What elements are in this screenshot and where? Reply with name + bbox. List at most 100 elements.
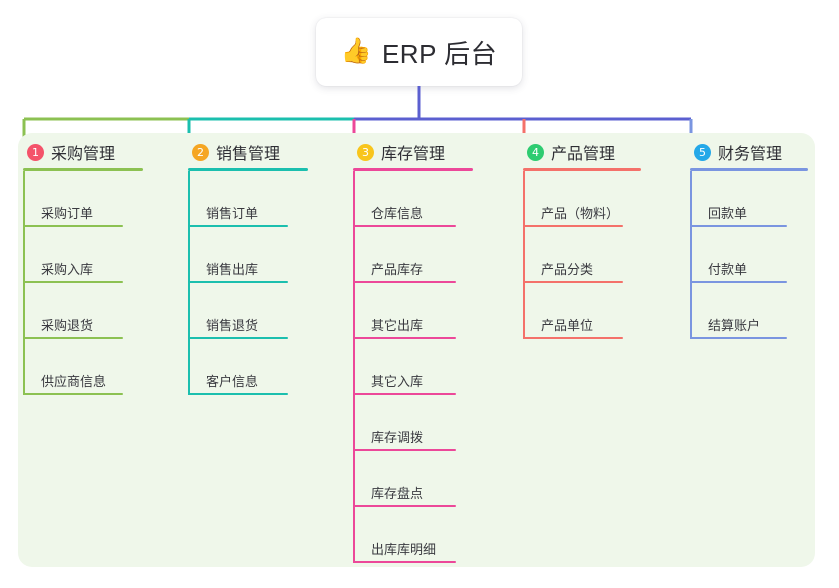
leaf-item[interactable]: 其它入库: [353, 339, 473, 395]
leaf-item[interactable]: 回款单: [690, 171, 808, 227]
column-badge-4: 4: [527, 143, 544, 161]
leaf-item[interactable]: 采购订单: [23, 171, 143, 227]
root-node-title: ERP 后台: [381, 38, 498, 69]
leaf-item-label: 销售出库: [206, 262, 259, 277]
leaf-item-label: 采购订单: [41, 206, 94, 221]
leaf-item[interactable]: 供应商信息: [23, 339, 143, 395]
leaf-item-underline: [353, 449, 456, 451]
thumbs-up-icon: 👍: [340, 36, 372, 65]
leaf-item[interactable]: 销售退货: [188, 283, 308, 339]
leaf-item-label: 客户信息: [206, 374, 259, 389]
leaf-item[interactable]: 销售出库: [188, 227, 308, 283]
leaf-item[interactable]: 产品（物料）: [523, 171, 641, 227]
column-badge-5: 5: [694, 143, 711, 161]
column-badge-3: 3: [357, 143, 374, 161]
leaf-item[interactable]: 付款单: [690, 227, 808, 283]
leaf-item[interactable]: 出库库明细: [353, 507, 473, 563]
column-2: 2 销售管理销售订单销售出库销售退货客户信息: [188, 133, 308, 395]
leaf-item-underline: [23, 393, 123, 395]
leaf-item-label: 库存调拨: [371, 430, 424, 445]
leaf-item[interactable]: 产品单位: [523, 283, 641, 339]
leaf-item[interactable]: 库存盘点: [353, 451, 473, 507]
leaf-item-underline: [353, 561, 456, 563]
column-4: 4 产品管理产品（物料） 产品分类产品单位: [523, 133, 641, 339]
column-spine-5: [690, 171, 692, 339]
column-1: 1 采购管理采购订单采购入库采购退货供应商信息: [23, 133, 143, 395]
column-header-4[interactable]: 4 产品管理: [523, 133, 641, 171]
leaf-item-underline: [188, 337, 288, 339]
leaf-item-underline: [188, 281, 288, 283]
column-3: 3 库存管理仓库信息产品库存其它出库其它入库库存调拨库存盘点出库库明细: [353, 133, 473, 563]
leaf-item-underline: [523, 225, 623, 227]
leaf-item[interactable]: 采购退货: [23, 283, 143, 339]
leaf-item-label: 库存盘点: [371, 486, 424, 501]
column-items-4: 产品（物料） 产品分类产品单位: [523, 171, 641, 339]
column-underline-1: [23, 168, 143, 171]
leaf-item-label: 结算账户: [708, 318, 761, 333]
column-title-3: 库存管理: [381, 146, 446, 163]
leaf-item[interactable]: 产品库存: [353, 227, 473, 283]
leaf-item[interactable]: 仓库信息: [353, 171, 473, 227]
column-underline-5: [690, 168, 808, 171]
column-header-1[interactable]: 1 采购管理: [23, 133, 143, 171]
column-title-1: 采购管理: [51, 146, 116, 163]
leaf-item-label: 产品分类: [541, 262, 594, 277]
leaf-item-label: 出库库明细: [371, 542, 437, 557]
leaf-item-label: 其它出库: [371, 318, 424, 333]
leaf-item-underline: [353, 505, 456, 507]
column-underline-4: [523, 168, 641, 171]
leaf-item[interactable]: 库存调拨: [353, 395, 473, 451]
leaf-item-underline: [523, 281, 623, 283]
leaf-item[interactable]: 销售订单: [188, 171, 308, 227]
column-badge-1: 1: [27, 143, 44, 161]
leaf-item[interactable]: 采购入库: [23, 227, 143, 283]
column-spine-1: [23, 171, 25, 395]
leaf-item-underline: [690, 337, 787, 339]
column-header-2[interactable]: 2 销售管理: [188, 133, 308, 171]
root-node-content: 👍 ERP 后台: [341, 34, 497, 71]
column-spine-2: [188, 171, 190, 395]
leaf-item-underline: [353, 281, 456, 283]
column-items-5: 回款单付款单结算账户: [690, 171, 808, 339]
column-items-3: 仓库信息产品库存其它出库其它入库库存调拨库存盘点出库库明细: [353, 171, 473, 563]
column-header-5[interactable]: 5 财务管理: [690, 133, 808, 171]
leaf-item-label: 回款单: [708, 206, 748, 221]
column-underline-2: [188, 168, 308, 171]
leaf-item-underline: [353, 225, 456, 227]
column-header-3[interactable]: 3 库存管理: [353, 133, 473, 171]
leaf-item-label: 供应商信息: [41, 374, 107, 389]
leaf-item-underline: [353, 393, 456, 395]
leaf-item-label: 产品（物料）: [541, 206, 620, 221]
leaf-item-underline: [690, 225, 787, 227]
column-spine-3: [353, 171, 355, 563]
leaf-item-label: 销售订单: [206, 206, 259, 221]
leaf-item-label: 产品单位: [541, 318, 594, 333]
root-node-card[interactable]: 👍 ERP 后台: [316, 18, 522, 86]
column-title-4: 产品管理: [551, 146, 616, 163]
column-spine-4: [523, 171, 525, 339]
column-title-2: 销售管理: [216, 146, 281, 163]
column-badge-2: 2: [192, 143, 209, 161]
leaf-item[interactable]: 其它出库: [353, 283, 473, 339]
leaf-item-label: 其它入库: [371, 374, 424, 389]
leaf-item[interactable]: 客户信息: [188, 339, 308, 395]
leaf-item-underline: [23, 281, 123, 283]
leaf-item-underline: [188, 225, 288, 227]
column-underline-3: [353, 168, 473, 171]
leaf-item-label: 采购退货: [41, 318, 94, 333]
leaf-item-underline: [353, 337, 456, 339]
leaf-item[interactable]: 产品分类: [523, 227, 641, 283]
leaf-item-underline: [23, 225, 123, 227]
leaf-item-label: 销售退货: [206, 318, 259, 333]
diagram-board: 1 采购管理采购订单采购入库采购退货供应商信息 2 销售管理销售订单销售出库销售退货客…: [18, 133, 815, 567]
leaf-item-label: 仓库信息: [371, 206, 424, 221]
leaf-item-label: 采购入库: [41, 262, 94, 277]
leaf-item-underline: [188, 393, 288, 395]
column-items-1: 采购订单采购入库采购退货供应商信息: [23, 171, 143, 395]
leaf-item[interactable]: 结算账户: [690, 283, 808, 339]
leaf-item-label: 产品库存: [371, 262, 424, 277]
column-items-2: 销售订单销售出库销售退货客户信息: [188, 171, 308, 395]
column-title-5: 财务管理: [718, 146, 783, 163]
leaf-item-underline: [23, 337, 123, 339]
